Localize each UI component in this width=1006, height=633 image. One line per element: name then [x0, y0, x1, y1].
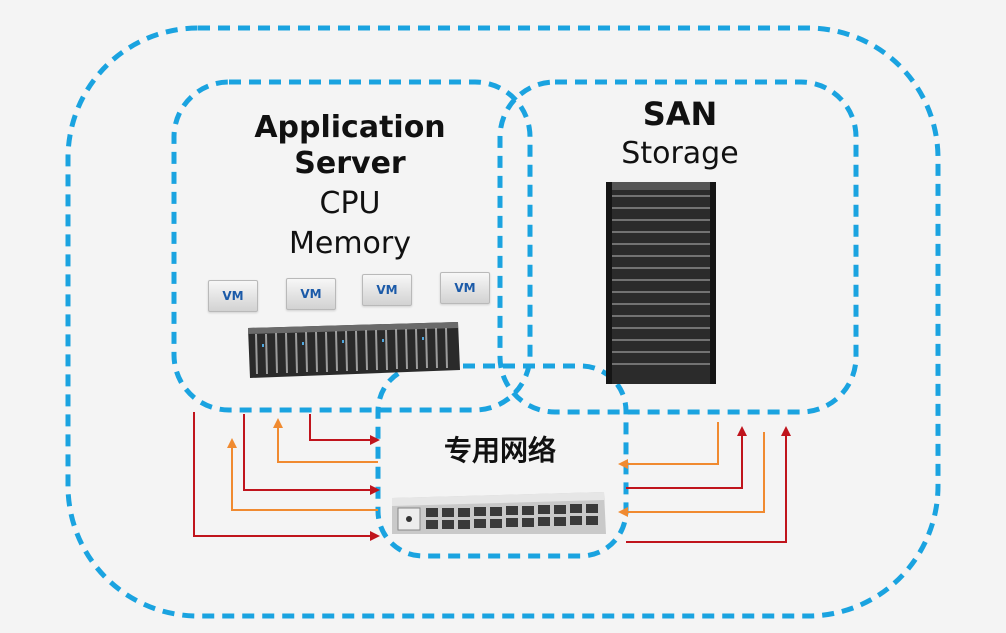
outer-boundary	[65, 25, 941, 619]
arrow-orange-1	[227, 438, 378, 511]
arrow-orange-3	[618, 422, 719, 469]
right-arrows	[618, 422, 791, 543]
app-server-title-line2: Server	[294, 146, 406, 181]
arrow-orange-4	[618, 432, 765, 517]
fc-switch-icon	[392, 492, 606, 534]
network-title: 专用网络	[443, 434, 556, 467]
left-arrows	[193, 412, 380, 541]
arrow-red-2	[243, 414, 380, 495]
vm-badge: VM	[286, 278, 336, 310]
arrow-red-3	[309, 414, 380, 445]
vm-badge: VM	[208, 280, 258, 312]
san-subtitle: Storage	[621, 136, 739, 171]
app-server-title: Application	[254, 110, 446, 145]
vm-badge: VM	[362, 274, 412, 306]
app-server-cpu-label: CPU	[319, 186, 381, 221]
arrow-orange-2	[273, 418, 378, 463]
arrow-red-1	[193, 412, 380, 541]
blade-server-icon	[248, 322, 460, 378]
app-server-memory-label: Memory	[288, 226, 411, 261]
arrow-red-4	[626, 426, 747, 489]
storage-rack-icon	[606, 182, 716, 384]
san-zone	[497, 79, 859, 415]
san-title: SAN	[642, 95, 718, 133]
vm-badge: VM	[440, 272, 490, 304]
arrow-red-5	[626, 426, 791, 543]
app-server-zone	[171, 79, 533, 413]
